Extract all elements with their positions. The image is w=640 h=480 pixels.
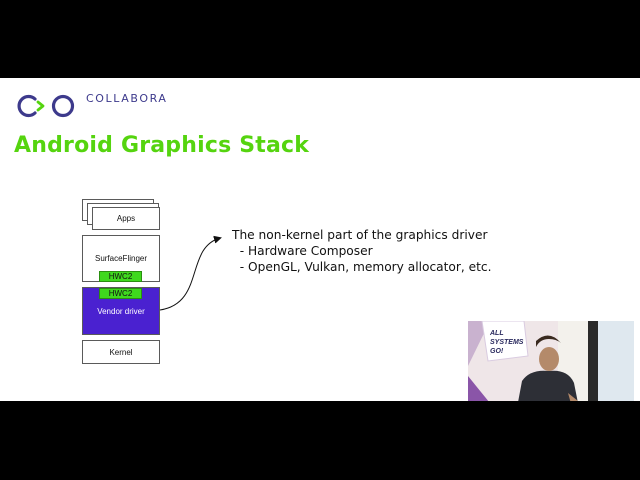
slide-title: Android Graphics Stack (14, 133, 310, 158)
speaker-video: ALL SYSTEMS GO! (468, 321, 634, 401)
svg-text:GO!: GO! (490, 348, 504, 355)
collabora-logo-icon (17, 94, 75, 118)
logo-text: COLLABORA (86, 92, 168, 105)
hwc2-bottom-box: HWC2 (99, 288, 142, 299)
poster-text: ALL (489, 330, 504, 337)
description-line: - OpenGL, Vulkan, memory allocator, etc. (232, 260, 492, 274)
description: The non-kernel part of the graphics driv… (232, 227, 491, 275)
description-line: - Hardware Composer (232, 244, 373, 258)
apps-box: Apps (92, 207, 160, 230)
description-line: The non-kernel part of the graphics driv… (232, 228, 488, 242)
svg-text:SYSTEMS: SYSTEMS (490, 339, 524, 346)
speaker-camera-inset: ALL SYSTEMS GO! (468, 321, 634, 401)
surfaceflinger-box: SurfaceFlinger (82, 235, 160, 282)
collabora-logo (16, 93, 76, 119)
hwc2-top-box: HWC2 (99, 271, 142, 282)
slide: COLLABORA Android Graphics Stack Apps Su… (0, 78, 640, 401)
pointer-arrow (159, 235, 222, 311)
kernel-box: Kernel (82, 340, 160, 364)
